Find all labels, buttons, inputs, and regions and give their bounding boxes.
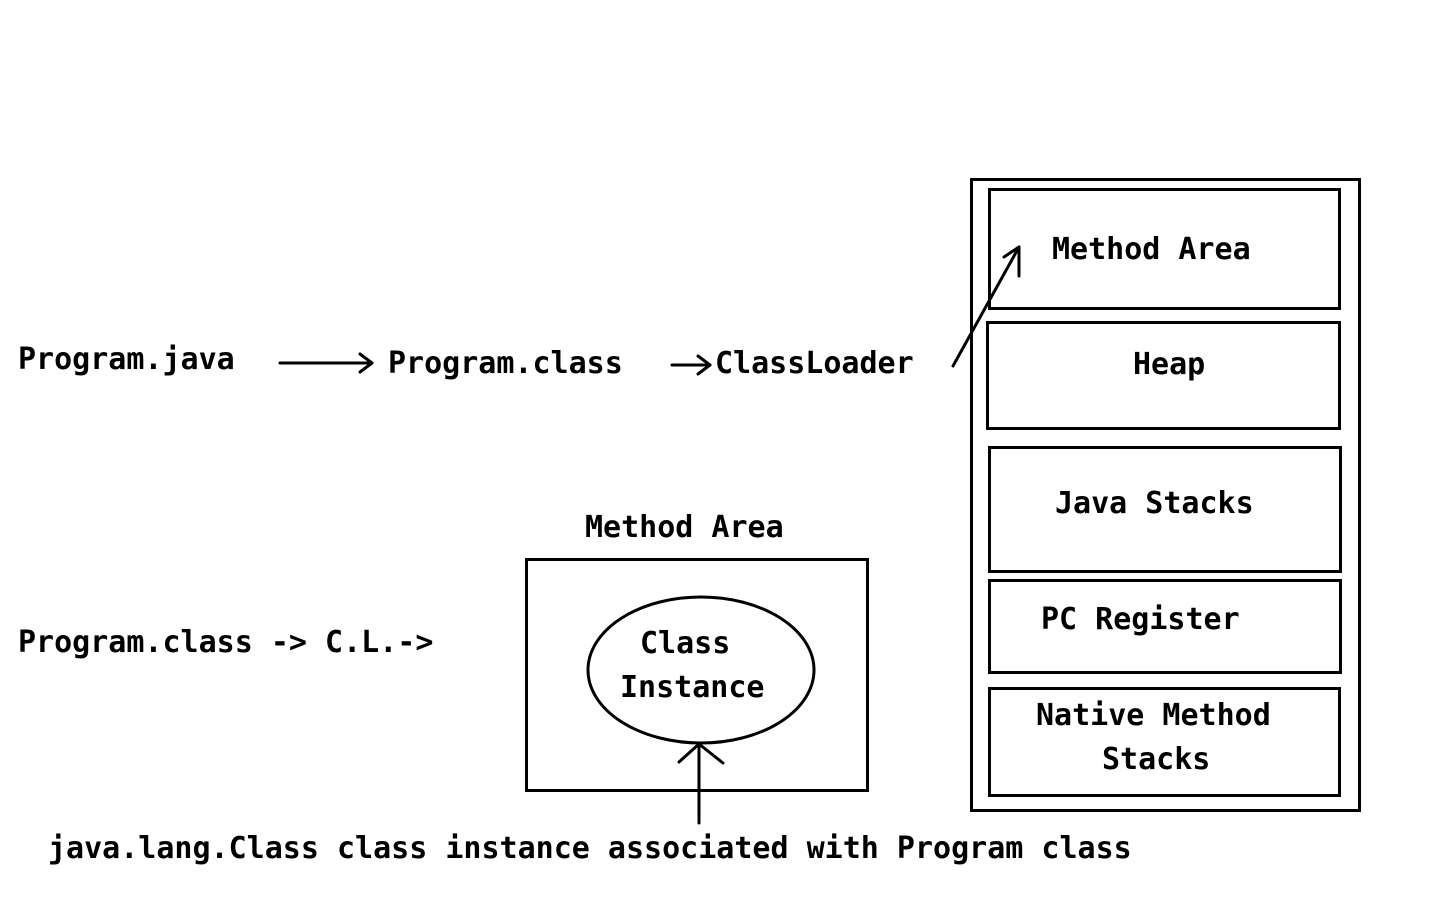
method-area-detail-box [525, 558, 869, 792]
class-instance-label-line1: Class [640, 626, 731, 661]
arrow-java-to-class-head [358, 352, 374, 374]
caption: java.lang.Class class instance associate… [48, 831, 1132, 866]
method-area-title: Method Area [585, 510, 784, 545]
classloader-label: ClassLoader [715, 346, 914, 381]
native-method-stacks-label-line2: Stacks [1102, 742, 1211, 777]
pc-register-box [988, 579, 1342, 674]
native-method-stacks-box [988, 687, 1341, 797]
heap-label: Heap [1133, 347, 1206, 382]
java-stacks-label: Java Stacks [1055, 486, 1254, 521]
arrow-class-to-loader-head [696, 354, 712, 376]
heap-box [986, 321, 1341, 430]
program-java-label: Program.java [18, 342, 235, 377]
java-stacks-box [988, 446, 1342, 573]
arrow-loader-to-method-area-head [1002, 245, 1021, 278]
pc-register-label: PC Register [1041, 602, 1240, 637]
method-area-label: Method Area [1052, 232, 1251, 267]
class-instance-ellipse [586, 595, 816, 745]
jvm-runtime-container [970, 178, 1361, 812]
arrow-loader-to-method-area [951, 245, 1021, 368]
program-class-label: Program.class [388, 346, 623, 381]
bottom-flow-label: Program.class -> C.L.-> [18, 625, 434, 660]
class-instance-label-line2: Instance [620, 670, 765, 705]
native-method-stacks-label-line1: Native Method [1036, 698, 1271, 733]
method-area-box [988, 188, 1341, 310]
